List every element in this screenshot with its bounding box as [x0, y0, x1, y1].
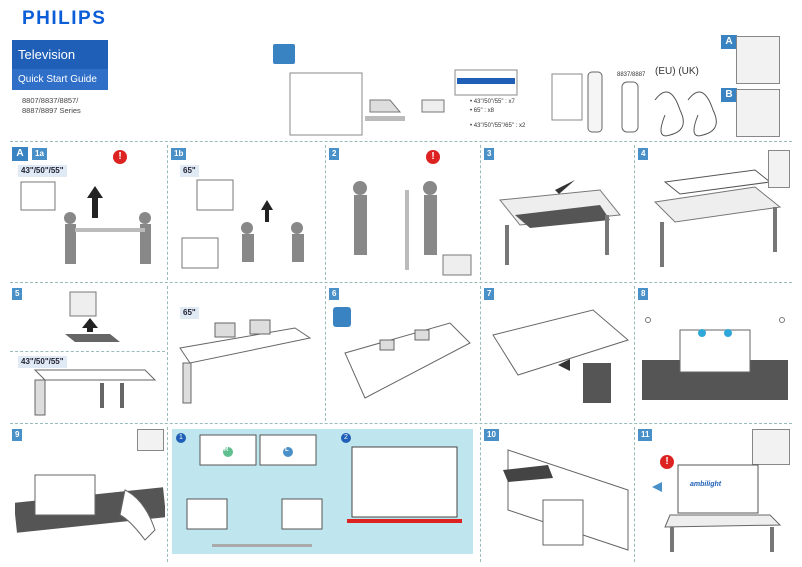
col-sep-6 [325, 286, 326, 421]
substep-1: 1 [176, 433, 186, 443]
product-title: Television [18, 47, 76, 62]
step-5-bracket-small [33, 369, 157, 416]
region-label: (EU) (UK) [655, 66, 699, 77]
tv-panel-outline [289, 72, 363, 136]
step-3-illustration [499, 180, 621, 265]
row-separator-2 [10, 282, 792, 283]
size-label-large: 65" [180, 165, 199, 177]
ambilight-install-illustration [186, 434, 462, 547]
step-10: 10 [484, 429, 499, 441]
size-label-large-2: 65" [180, 307, 199, 319]
step-6: 6 [329, 288, 340, 300]
screw-note-2: • 65" : x8 [470, 108, 494, 114]
model-list: 8807/8837/8857/ 8887/8897 Series [22, 96, 81, 116]
step-1a: 1a [32, 148, 47, 160]
step-6-illustration [344, 322, 471, 399]
col-sep-5 [167, 286, 168, 421]
col-sep-1 [167, 145, 168, 280]
variant-b-image [736, 89, 780, 137]
step-11: 11 [638, 429, 653, 441]
col-sep-4 [634, 145, 635, 280]
col-sep-11 [634, 427, 635, 562]
col-sep-3 [480, 145, 481, 280]
col-sep-7 [480, 286, 481, 421]
step-9-options [137, 429, 164, 451]
variant-a-image [736, 36, 780, 84]
col-sep-9 [167, 427, 168, 562]
model-line-2: 8887/8897 Series [22, 106, 81, 115]
box-open-icon [273, 44, 295, 64]
step-4-options [768, 150, 790, 188]
screw-note-1: • 43"/50"/55" : x7 [470, 99, 515, 105]
step-1a-illustration [20, 181, 151, 264]
strip-label-r: R [224, 447, 229, 453]
step-1b-illustration [181, 179, 304, 269]
box-contents-illustration [273, 44, 717, 137]
power-cable-uk [687, 91, 717, 137]
power-cable-eu [654, 91, 684, 137]
row-separator-1 [10, 141, 792, 142]
remote-2 [621, 81, 639, 133]
section-a-tag: A [12, 147, 28, 161]
step-5: 5 [12, 288, 23, 300]
step-5-divider [10, 351, 165, 352]
stand-shape [369, 99, 402, 113]
size-label-small: 43"/50"/55" [18, 165, 67, 177]
variant-a-tag: A [721, 35, 737, 49]
screw-note-3: • 43"/50"/55"/65" : x2 [470, 123, 526, 129]
step-9: 9 [12, 429, 23, 441]
step-3: 3 [484, 148, 495, 160]
philips-logo: PHILIPS [22, 8, 107, 29]
step-5-illustration [65, 291, 120, 342]
warning-icon: ! [113, 150, 127, 164]
step-1b: 1b [171, 148, 187, 160]
col-sep-2 [325, 145, 326, 280]
title-band: Television Quick Start Guide [12, 40, 108, 90]
step-9-illustration [15, 474, 165, 541]
step-5-bracket-large [179, 319, 312, 404]
step-8: 8 [638, 288, 649, 300]
screw-pack-band [457, 78, 515, 84]
step-2: 2 [329, 148, 340, 160]
col-sep-10 [480, 427, 481, 562]
remote-model-label: 8837/8887 [617, 72, 646, 78]
variant-b-tag: B [721, 88, 737, 102]
size-label-small-2: 43"/50"/55" [18, 356, 67, 368]
warning-icon-3: ! [660, 455, 674, 469]
step-2-illustration [353, 181, 472, 276]
step-10-illustration [503, 449, 629, 551]
step-7-illustration [492, 309, 630, 403]
substep-2: 2 [341, 433, 351, 443]
step-7: 7 [484, 288, 495, 300]
step-11-illustration [652, 464, 782, 552]
strip-label-l: L [285, 447, 289, 453]
step-11-options [752, 429, 790, 465]
manual-booklet [551, 73, 583, 121]
warning-icon-2: ! [426, 150, 440, 164]
stand-base [365, 116, 405, 121]
model-line-1: 8807/8837/8857/ [22, 96, 79, 105]
bracket-part [421, 99, 445, 113]
step-4: 4 [638, 148, 649, 160]
screw-icon [333, 307, 351, 327]
step-4-illustration [653, 169, 782, 267]
guide-title: Quick Start Guide [12, 69, 108, 90]
step-8-illustration [642, 317, 788, 400]
remote-1 [587, 71, 603, 133]
row-separator-3 [10, 423, 792, 424]
col-sep-8 [634, 286, 635, 421]
ambilight-logo: ambilight [690, 481, 722, 488]
